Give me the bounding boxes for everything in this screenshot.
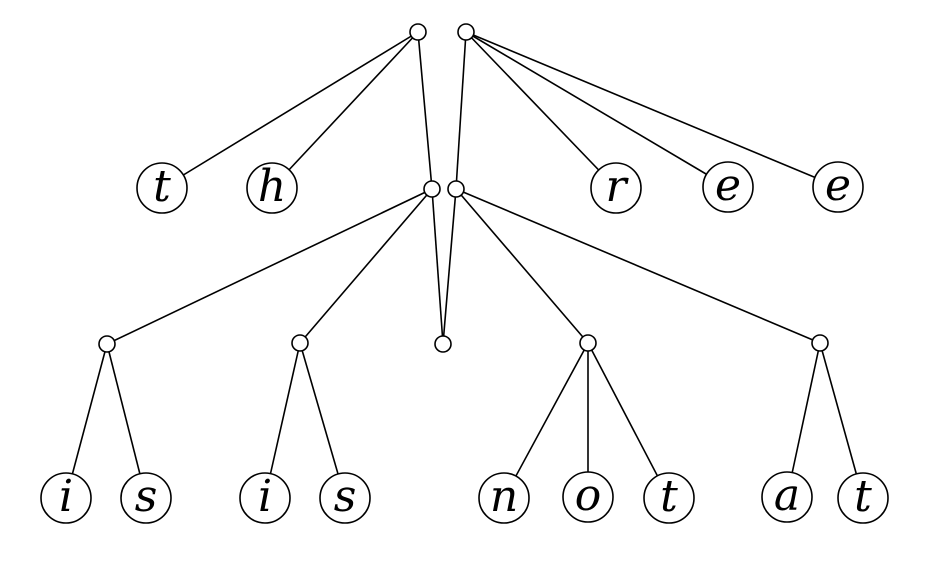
tree-node-leaf-e-1 bbox=[702, 161, 754, 213]
tree-edge-branch-4-leaf-t-3 bbox=[819, 342, 864, 499]
labels-layer: t h r e e i s i s n o t a t bbox=[59, 160, 872, 522]
tree-edge-branch-2-leaf-i-2 bbox=[264, 342, 301, 499]
tree-edge-root-right-leaf-e-2 bbox=[465, 31, 839, 188]
tree-node-root-right bbox=[457, 23, 475, 41]
node-label-leaf-h: h bbox=[258, 161, 286, 212]
node-label-leaf-e-1: e bbox=[715, 160, 741, 211]
tree-edge-root-left-leaf-t-1 bbox=[161, 31, 419, 189]
tree-edge-branch-2-leaf-s-2 bbox=[299, 342, 346, 499]
tree-node-branch-center bbox=[434, 335, 452, 353]
tree-node-branch-3 bbox=[579, 334, 597, 352]
node-label-leaf-n: n bbox=[490, 471, 518, 522]
tree-node-branch-1 bbox=[98, 335, 116, 353]
tree-node-leaf-t-1 bbox=[136, 162, 188, 214]
node-label-leaf-o: o bbox=[575, 470, 602, 521]
tree-node-leaf-i-2 bbox=[239, 472, 291, 524]
tree-node-leaf-t-2 bbox=[643, 472, 695, 524]
tree-node-leaf-t-3 bbox=[837, 472, 889, 524]
tree-node-branch-2 bbox=[291, 334, 309, 352]
node-label-leaf-e-2: e bbox=[825, 160, 851, 211]
nodes-layer bbox=[40, 23, 889, 524]
tree-node-leaf-r bbox=[590, 162, 642, 214]
tree-node-leaf-a bbox=[761, 471, 813, 523]
node-label-leaf-t-1: t bbox=[153, 161, 171, 212]
tree-edge-mid-right-branch-4 bbox=[455, 188, 821, 344]
tree-node-leaf-h bbox=[246, 162, 298, 214]
node-label-leaf-i-1: i bbox=[59, 471, 73, 522]
tree-node-leaf-e-2 bbox=[812, 161, 864, 213]
tree-node-leaf-o bbox=[562, 471, 614, 523]
tree-edge-branch-3-leaf-t-2 bbox=[587, 342, 670, 499]
node-label-leaf-a: a bbox=[774, 470, 800, 521]
node-label-leaf-t-2: t bbox=[660, 471, 678, 522]
tree-node-leaf-i-1 bbox=[40, 472, 92, 524]
tree-edge-mid-left-branch-center bbox=[431, 188, 444, 345]
node-label-leaf-s-2: s bbox=[334, 471, 357, 522]
node-label-leaf-i-2: i bbox=[258, 471, 272, 522]
tree-edge-mid-right-branch-center bbox=[442, 188, 457, 345]
tree-edge-mid-left-branch-1 bbox=[106, 188, 433, 345]
tree-edge-branch-3-leaf-n bbox=[503, 342, 589, 499]
tree-edge-branch-1-leaf-s-1 bbox=[106, 343, 147, 499]
node-label-leaf-r: r bbox=[605, 161, 629, 212]
tree-edge-branch-1-leaf-i-1 bbox=[65, 343, 108, 499]
tree-edge-root-right-mid-right bbox=[455, 31, 467, 190]
edges-layer bbox=[65, 31, 864, 499]
tree-node-root-left bbox=[409, 23, 427, 41]
tree-edge-mid-left-branch-2 bbox=[299, 188, 433, 344]
tree-node-leaf-n bbox=[478, 472, 530, 524]
tree-node-leaf-s-2 bbox=[319, 472, 371, 524]
tree-node-mid-right bbox=[447, 180, 465, 198]
tree-node-branch-4 bbox=[811, 334, 829, 352]
tree-edge-root-right-leaf-r bbox=[465, 31, 617, 189]
node-label-leaf-t-3: t bbox=[854, 471, 872, 522]
tree-edge-root-left-leaf-h bbox=[271, 31, 419, 189]
tree-edge-branch-4-leaf-a bbox=[786, 342, 821, 498]
tree-node-leaf-s-1 bbox=[120, 472, 172, 524]
tree-edge-mid-right-branch-3 bbox=[455, 188, 589, 344]
node-label-leaf-s-1: s bbox=[135, 471, 158, 522]
tree-edge-root-left-mid-left bbox=[417, 31, 433, 190]
tree-edge-root-right-leaf-e-1 bbox=[465, 31, 729, 188]
tree-node-mid-left bbox=[423, 180, 441, 198]
